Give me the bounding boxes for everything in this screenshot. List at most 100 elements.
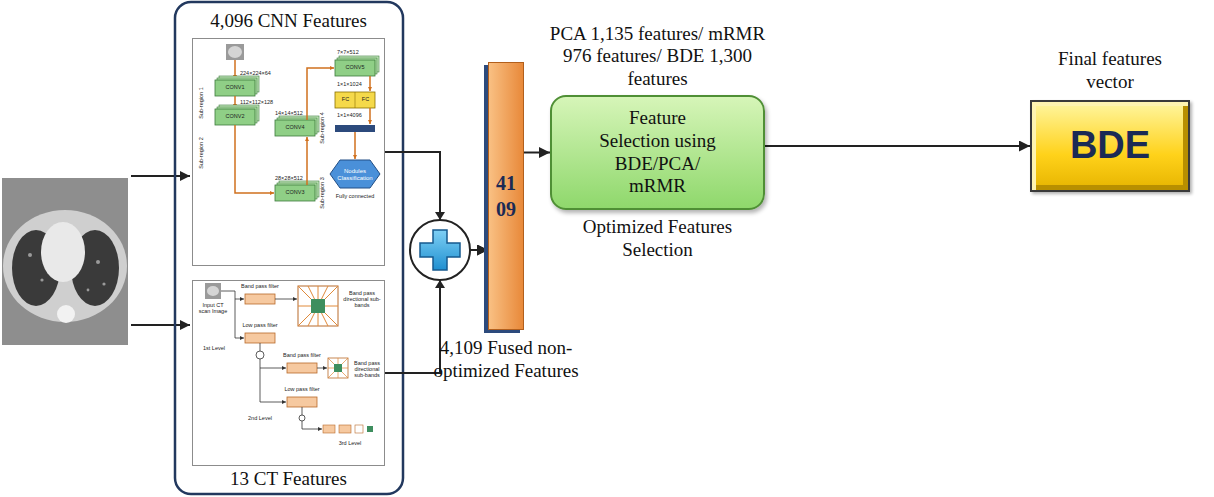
drawing-rect	[335, 92, 375, 108]
drawing-path	[420, 230, 460, 270]
drawing-rect	[367, 426, 373, 432]
drawing-circle	[299, 415, 305, 421]
group-frame	[175, 2, 403, 494]
drawing-line	[354, 132, 356, 159]
drawing-circle	[87, 289, 90, 292]
figure-label: CONV3	[275, 189, 315, 195]
drawing-line	[355, 92, 356, 108]
drawing-rect	[334, 364, 342, 372]
drawing-line	[298, 286, 338, 326]
drawing-rect	[245, 333, 275, 343]
figure-label: Low pass filter	[240, 322, 280, 328]
drawing-line	[369, 108, 371, 124]
figure-label: FC	[356, 96, 375, 102]
figure-label: 7×7×512	[337, 49, 377, 55]
feature-count: 4109	[496, 170, 516, 222]
selection-counts: PCA 1,135 features/ mRMR 976 features/ B…	[542, 23, 774, 91]
drawing-rect	[335, 125, 375, 132]
figure-label: 28×28×512	[275, 175, 304, 181]
drawing-rect	[287, 397, 317, 407]
drawing-rect	[287, 363, 317, 373]
figure-label: 112×112×128	[240, 99, 300, 105]
fused-feature-bar: 41094,109 Fused non-optimized Features	[488, 62, 524, 330]
drawing-g	[328, 358, 348, 378]
figure-label: 1×1×4096	[337, 112, 367, 118]
figure-label: FC	[336, 96, 355, 102]
ct-scan-image	[2, 178, 128, 345]
figure-label: Sub-region 1	[198, 78, 204, 128]
drawing-rect	[226, 44, 244, 60]
figure-label: Band pass directional sub-bands	[350, 360, 384, 378]
drawing-ellipse	[228, 46, 242, 58]
drawing-line	[298, 286, 338, 326]
drawing-rect	[275, 185, 315, 201]
vector-heading: Final features vector	[1035, 48, 1185, 94]
figure-label: 3rd Level	[328, 440, 372, 446]
drawing-line	[369, 76, 371, 91]
drawing-line	[275, 299, 297, 300]
drawing-rect	[215, 109, 255, 125]
flow-arrow	[765, 145, 1030, 147]
process-label: Feature Selection using BDE/PCA/ mRMR	[593, 107, 723, 198]
drawing-ellipse	[41, 222, 85, 282]
figure-label: Sub-region 3	[319, 168, 325, 218]
figure-label: Band pass filter	[240, 283, 280, 289]
drawing-rect	[328, 358, 348, 378]
drawing-line	[131, 324, 190, 326]
selection-caption: Optimized Features Selection	[573, 216, 743, 262]
drawing-rect	[2, 178, 128, 345]
figure-label: CONV2	[215, 113, 255, 119]
drawing-circle	[57, 305, 75, 323]
drawing-line	[328, 358, 348, 378]
drawing-polyline	[260, 368, 286, 402]
selection-box: PCA 1,135 features/ mRMR 976 features/ B…	[550, 95, 765, 210]
branch-heading: 13 CT Features	[179, 468, 399, 491]
drawing-circle	[40, 278, 43, 281]
drawing-line	[317, 368, 327, 369]
figure-label: 1×1×1024	[337, 81, 367, 87]
drawing-path	[435, 280, 445, 288]
final-vector-box: Final features vectorBDE	[1030, 100, 1190, 192]
drawing-line	[328, 358, 348, 378]
drawing-rect	[215, 80, 255, 96]
drawing-rect	[245, 294, 275, 304]
drawing-polyline	[307, 68, 334, 120]
drawing-rect	[205, 283, 221, 299]
drawing-polyline	[235, 125, 274, 193]
figure-label: CONV4	[275, 124, 315, 130]
flow-arrow	[524, 152, 550, 154]
drawing-circle	[256, 351, 264, 359]
drawing-rect	[339, 425, 351, 433]
figure-label: Nodules Classification	[332, 168, 378, 181]
drawing-line	[308, 286, 328, 326]
drawing-rect	[355, 425, 363, 433]
drawing-ellipse	[3, 210, 127, 322]
drawing-circle	[410, 220, 470, 280]
figure-label: Fully connected	[333, 193, 377, 199]
drawing-rect	[335, 60, 375, 76]
drawing-circle	[102, 282, 105, 285]
drawing-rect	[275, 120, 315, 136]
figure-label: Low pass filter	[282, 386, 322, 392]
drawing-line	[308, 286, 328, 326]
figure-label: 2nd Level	[240, 415, 280, 421]
method-name: BDE	[1070, 123, 1150, 169]
figure-label: 224×224×64	[240, 70, 300, 76]
drawing-rect	[323, 425, 335, 433]
drawing-line	[235, 299, 244, 300]
cnn-drawing	[215, 44, 380, 201]
figure-label: Sub-region 2	[198, 128, 204, 178]
figure-label: Band pass directional sub-bands	[342, 290, 382, 308]
drawing-g	[298, 286, 338, 326]
figure-label: CONV5	[335, 64, 375, 70]
ct-transform-drawing	[205, 283, 373, 433]
branch-heading: 4,096 CNN Features	[179, 10, 399, 33]
cnn-branch-box: 4,096 CNN Features	[192, 38, 385, 266]
figure-label: Band pass filter	[282, 352, 322, 358]
drawing-circle	[96, 260, 100, 264]
figure-label: Input CT scan Image	[196, 302, 230, 314]
drawing-circle	[28, 253, 32, 257]
